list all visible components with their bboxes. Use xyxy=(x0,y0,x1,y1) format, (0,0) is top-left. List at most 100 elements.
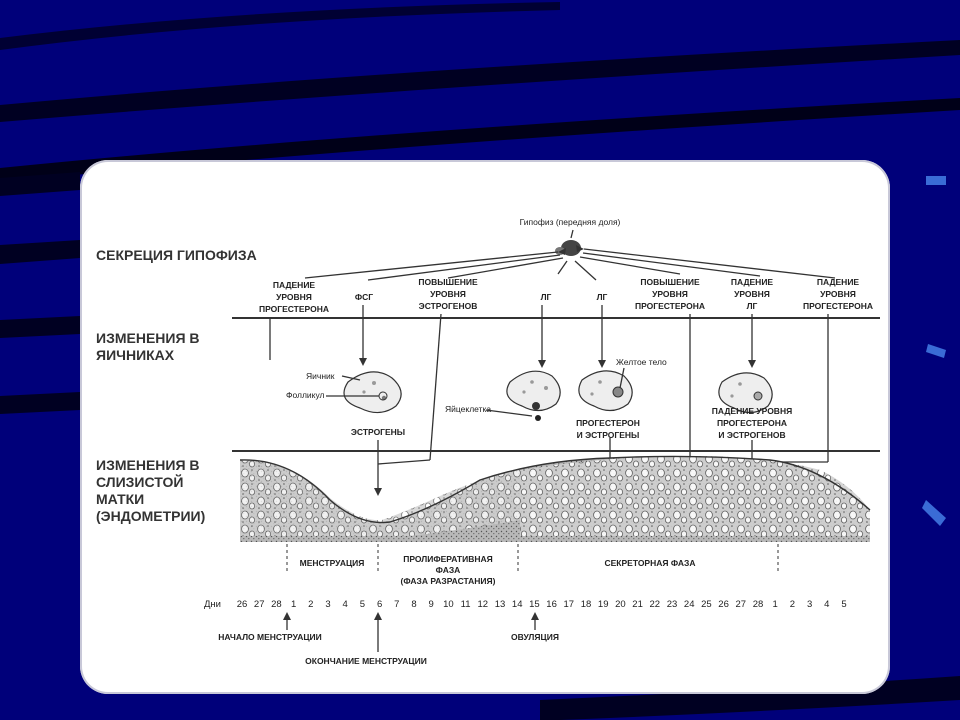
day-label: 12 xyxy=(478,599,489,610)
svg-text:УРОВНЯ: УРОВНЯ xyxy=(820,289,856,299)
days-label: Дни xyxy=(204,599,221,610)
hormone-lh-1: ЛГ xyxy=(541,292,552,302)
day-label: 1 xyxy=(773,599,778,610)
stripe-left-2 xyxy=(0,240,80,264)
svg-text:ПОВЫШЕНИЕ: ПОВЫШЕНИЕ xyxy=(640,277,700,287)
day-label: 18 xyxy=(581,599,592,610)
pituitary-arrowheads xyxy=(558,245,584,255)
hormone-falling-lh: ПАДЕНИЕ УРОВНЯ ЛГ xyxy=(731,277,774,311)
stripe-left-3 xyxy=(0,316,80,338)
event-menstruation-start: НАЧАЛО МЕНСТРУАЦИИ xyxy=(218,632,322,642)
section-pituitary-title: СЕКРЕЦИЯ ГИПОФИЗА xyxy=(96,247,257,263)
svg-text:ЛГ: ЛГ xyxy=(747,301,758,311)
follicle-label: Фолликул xyxy=(286,390,325,400)
day-label: 8 xyxy=(411,599,416,610)
svg-text:(ФАЗА РАЗРАСТАНИЯ): (ФАЗА РАЗРАСТАНИЯ) xyxy=(401,576,496,586)
phase-dividers xyxy=(286,544,779,572)
side-mark-1 xyxy=(926,176,946,185)
svg-text:ПРОГЕСТЕРОНА: ПРОГЕСТЕРОНА xyxy=(717,418,787,428)
section-ovaries-title-1: ИЗМЕНЕНИЯ В xyxy=(96,330,200,346)
day-label: 4 xyxy=(824,599,829,610)
day-label: 15 xyxy=(529,599,540,610)
stripe-left-1 xyxy=(0,172,80,196)
stripe-top-1 xyxy=(0,2,560,50)
event-menstruation-end: ОКОНЧАНИЕ МЕНСТРУАЦИИ xyxy=(305,656,427,666)
svg-text:ЛГ: ЛГ xyxy=(597,292,608,302)
egg-pointer xyxy=(485,409,533,417)
day-label: 27 xyxy=(736,599,747,610)
hormone-falling-progesterone-2: ПАДЕНИЕ УРОВНЯ ПРОГЕСТЕРОНА xyxy=(803,277,873,311)
day-label: 10 xyxy=(443,599,454,610)
day-label: 28 xyxy=(271,599,282,610)
side-mark-2 xyxy=(926,344,946,358)
progesterone-estrogens-label: ПРОГЕСТЕРОН И ЭСТРОГЕНЫ xyxy=(576,418,640,440)
pituitary-label: Гипофиз (передняя доля) xyxy=(520,217,621,227)
day-label: 2 xyxy=(790,599,795,610)
hormone-lh-2: ЛГ xyxy=(597,292,608,302)
day-label: 19 xyxy=(598,599,609,610)
event-arrows xyxy=(283,612,539,652)
day-label: 4 xyxy=(343,599,348,610)
day-label: 9 xyxy=(429,599,434,610)
day-label: 3 xyxy=(325,599,330,610)
ovary-regression-icon xyxy=(718,372,773,414)
svg-text:ПРОЛИФЕРАТИВНАЯ: ПРОЛИФЕРАТИВНАЯ xyxy=(403,554,493,564)
day-label: 5 xyxy=(841,599,846,610)
day-label: 2 xyxy=(308,599,313,610)
section-endometrium-title-1: ИЗМЕНЕНИЯ В xyxy=(96,457,200,473)
hormone-fsh: ФСГ xyxy=(355,292,373,302)
hormone-falling-progesterone-1: ПАДЕНИЕ УРОВНЯ ПРОГЕСТЕРОНА xyxy=(259,280,329,314)
svg-text:ПРОГЕСТЕРОНА: ПРОГЕСТЕРОНА xyxy=(635,301,705,311)
phase-menstruation-label: МЕНСТРУАЦИЯ xyxy=(300,558,365,568)
diagram-panel: СЕКРЕЦИЯ ГИПОФИЗА ИЗМЕНЕНИЯ В ЯИЧНИКАХ И… xyxy=(80,160,890,694)
stripe-left-4 xyxy=(0,392,80,414)
side-mark-3 xyxy=(922,500,946,526)
section-endometrium-title-2: СЛИЗИСТОЙ xyxy=(96,473,183,490)
svg-text:ПАДЕНИЕ: ПАДЕНИЕ xyxy=(731,277,774,287)
day-label: 1 xyxy=(291,599,296,610)
day-label: 26 xyxy=(718,599,729,610)
event-ovulation: ОВУЛЯЦИЯ xyxy=(511,632,559,642)
svg-text:УРОВНЯ: УРОВНЯ xyxy=(430,289,466,299)
day-label: 25 xyxy=(701,599,712,610)
svg-text:ФАЗА: ФАЗА xyxy=(436,565,461,575)
svg-text:ПАДЕНИЕ: ПАДЕНИЕ xyxy=(273,280,316,290)
day-label: 13 xyxy=(495,599,506,610)
decline-label: ПАДЕНИЕ УРОВНЯ ПРОГЕСТЕРОНА И ЭСТРОГЕНОВ xyxy=(712,406,792,440)
section-ovaries-title-2: ЯИЧНИКАХ xyxy=(96,347,175,363)
svg-text:ПОВЫШЕНИЕ: ПОВЫШЕНИЕ xyxy=(418,277,478,287)
svg-text:ПРОГЕСТЕРОНА: ПРОГЕСТЕРОНА xyxy=(259,304,329,314)
day-label: 22 xyxy=(650,599,661,610)
ovary-pointer xyxy=(341,375,361,381)
day-label: 27 xyxy=(254,599,265,610)
day-label: 6 xyxy=(377,599,382,610)
svg-text:ПАДЕНИЕ УРОВНЯ: ПАДЕНИЕ УРОВНЯ xyxy=(712,406,792,416)
svg-text:УРОВНЯ: УРОВНЯ xyxy=(734,289,770,299)
day-label: 20 xyxy=(615,599,626,610)
stripe-top-3 xyxy=(0,98,960,182)
endometrium-tissue-illustration xyxy=(239,455,871,542)
hormone-rising-estrogens: ПОВЫШЕНИЕ УРОВНЯ ЭСТРОГЕНОВ xyxy=(418,277,478,311)
day-label: 23 xyxy=(667,599,678,610)
svg-text:И ЭСТРОГЕНОВ: И ЭСТРОГЕНОВ xyxy=(718,430,785,440)
day-label: 28 xyxy=(753,599,764,610)
day-label: 17 xyxy=(564,599,575,610)
day-label: 26 xyxy=(237,599,248,610)
ovary-luteal-icon xyxy=(578,370,633,412)
day-label: 16 xyxy=(546,599,557,610)
day-label: 3 xyxy=(807,599,812,610)
day-label: 11 xyxy=(461,599,471,610)
hormone-rising-progesterone: ПОВЫШЕНИЕ УРОВНЯ ПРОГЕСТЕРОНА xyxy=(635,277,705,311)
day-label: 5 xyxy=(360,599,365,610)
corpus-luteum-label: Желтое тело xyxy=(616,357,667,367)
phase-proliferative-label: ПРОЛИФЕРАТИВНАЯ ФАЗА (ФАЗА РАЗРАСТАНИЯ) xyxy=(401,554,496,586)
ovary-ovulation-icon xyxy=(506,370,561,421)
svg-text:ЭСТРОГЕНОВ: ЭСТРОГЕНОВ xyxy=(419,301,478,311)
day-label: 14 xyxy=(512,599,523,610)
svg-text:ПРОГЕСТЕРОН: ПРОГЕСТЕРОН xyxy=(576,418,640,428)
phase-secretory-label: СЕКРЕТОРНАЯ ФАЗА xyxy=(605,558,696,568)
egg-label: Яйцеклетка xyxy=(445,404,491,414)
corpus-luteum-pointer xyxy=(619,367,625,389)
menstrual-cycle-diagram: СЕКРЕЦИЯ ГИПОФИЗА ИЗМЕНЕНИЯ В ЯИЧНИКАХ И… xyxy=(96,217,880,666)
